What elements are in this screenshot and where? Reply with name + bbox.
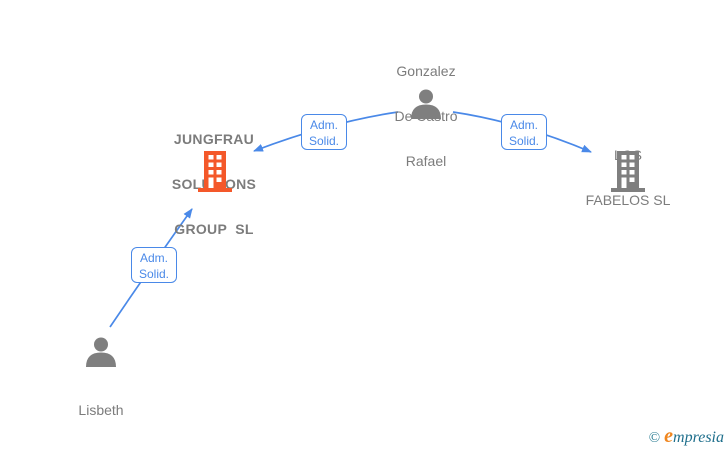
node-label-left-company: JUNGFRAU SOLUTIONS GROUP SL <box>172 131 256 237</box>
person-icon <box>86 337 116 367</box>
building-icon-gray <box>611 151 645 192</box>
empresia-logo-initial: e <box>664 425 674 447</box>
copyright-symbol: © <box>648 430 661 446</box>
person-icon <box>411 89 441 119</box>
node-right-company[interactable] <box>609 151 647 197</box>
node-left-company[interactable] <box>196 151 234 197</box>
empresia-logo-text: mpresia <box>673 429 724 446</box>
building-icon-orange <box>198 151 232 192</box>
empresia-logo: ©empresia <box>649 425 724 448</box>
node-label-bottom-person: Lisbeth Teresa Gonzalez... <box>78 402 124 450</box>
node-bottom-person[interactable] <box>83 337 119 372</box>
edge-label-top-to-left[interactable]: Adm. Solid. <box>301 114 347 150</box>
node-top-person[interactable] <box>408 89 444 124</box>
edge-label-bottom-to-left[interactable]: Adm. Solid. <box>131 247 177 283</box>
edge-label-top-to-right[interactable]: Adm. Solid. <box>501 114 547 150</box>
